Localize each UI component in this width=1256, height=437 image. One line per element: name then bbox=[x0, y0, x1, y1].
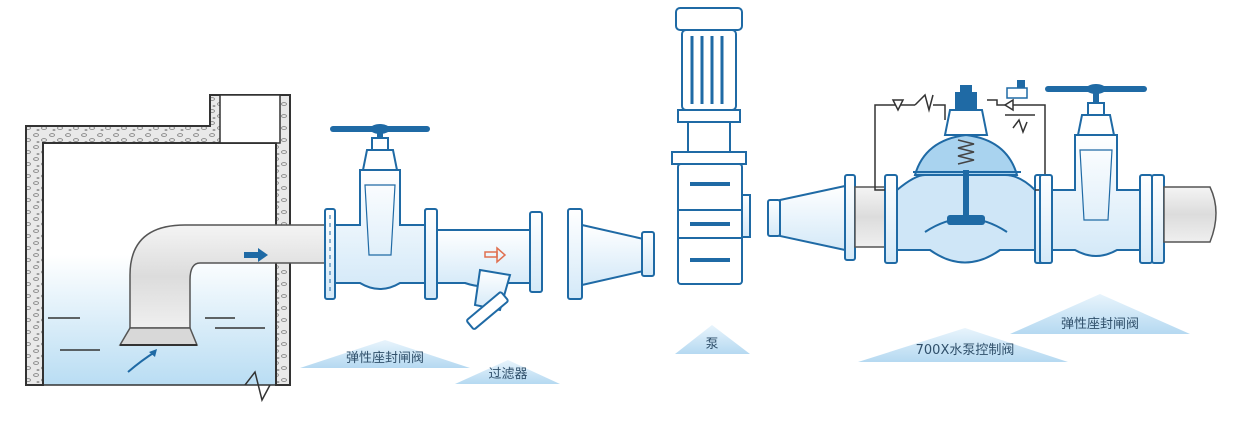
label-pump-control-valve: 700X水泵控制阀 bbox=[858, 328, 1068, 362]
outlet-pipe bbox=[1151, 174, 1217, 264]
pump-control-valve-icon bbox=[874, 80, 1048, 264]
label-text: 泵 bbox=[705, 337, 718, 352]
label-pump: 泵 bbox=[675, 325, 750, 354]
reducer-from-pump bbox=[741, 174, 886, 261]
label-y-strainer: 过滤器 bbox=[455, 360, 560, 384]
label-resilient-gate-valve-inlet: 弹性座封闸阀 bbox=[300, 340, 470, 368]
strainer-flow-arrow-icon bbox=[484, 246, 507, 264]
pump-icon bbox=[671, 7, 747, 285]
gate-valve-icon bbox=[324, 124, 436, 300]
y-strainer-icon bbox=[424, 208, 543, 330]
flow-arrow-icon bbox=[244, 248, 268, 262]
label-resilient-gate-valve-outlet: 弹性座封闸阀 bbox=[1010, 294, 1190, 334]
label-text: 过滤器 bbox=[488, 367, 527, 382]
label-text: 弹性座封闸阀 bbox=[1061, 317, 1139, 332]
suction-pipe bbox=[118, 224, 331, 346]
label-text: 700X水泵控制阀 bbox=[916, 343, 1015, 358]
gate-valve-icon bbox=[1039, 84, 1153, 264]
label-text: 弹性座封闸阀 bbox=[346, 351, 424, 366]
reducer-to-pump bbox=[567, 208, 655, 300]
